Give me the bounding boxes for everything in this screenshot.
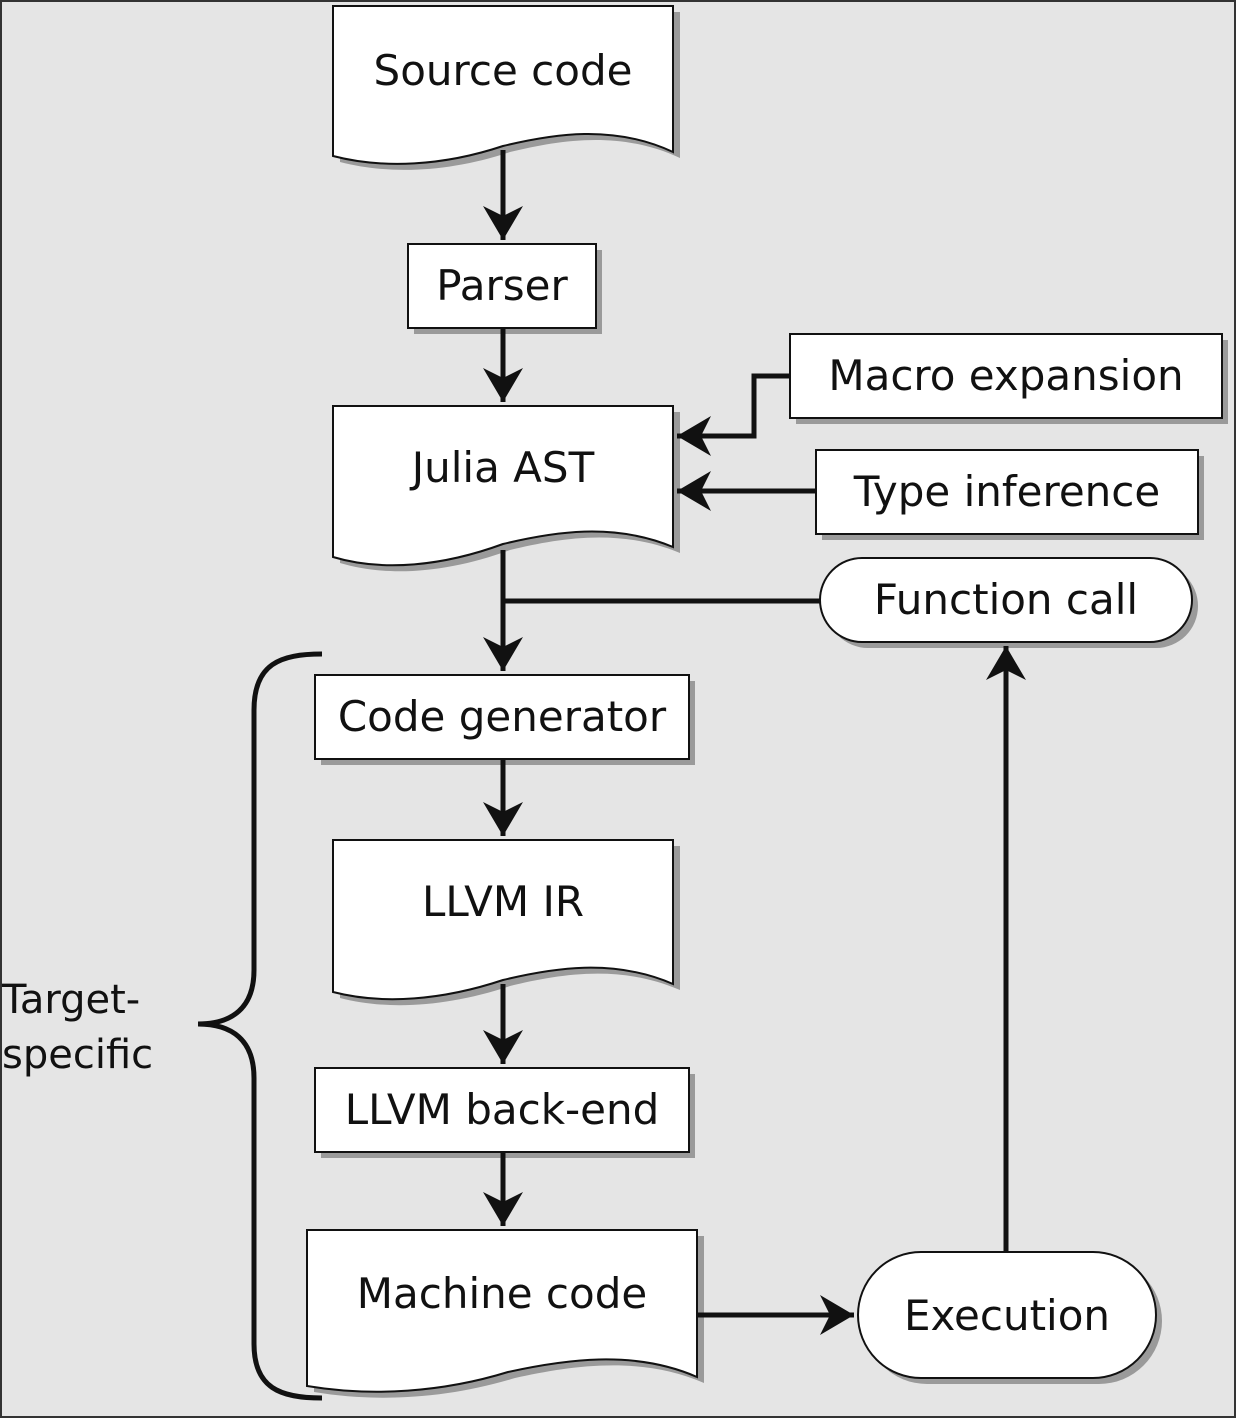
target-specific-brace: [197, 651, 323, 1401]
source-code-node: Source code: [332, 5, 680, 170]
function-call-node: Function call: [819, 557, 1198, 648]
llvm-ir-node: LLVM IR: [332, 839, 680, 1006]
code-generator-node: Code generator: [314, 674, 695, 765]
llvm-back-end-label: LLVM back-end: [345, 1085, 660, 1134]
execution-label: Execution: [904, 1291, 1110, 1340]
julia-ast-label: Julia AST: [409, 443, 595, 492]
llvm-ir-label: LLVM IR: [422, 877, 584, 926]
execution-node: Execution: [857, 1251, 1162, 1384]
type-inference-node: Type inference: [815, 449, 1204, 540]
llvm-back-end-node: LLVM back-end: [314, 1067, 695, 1158]
function-call-label: Function call: [874, 575, 1138, 624]
macro-expansion-label: Macro expansion: [828, 351, 1183, 400]
macro-expansion-node: Macro expansion: [789, 333, 1228, 424]
parser-node: Parser: [407, 243, 602, 334]
arrow-macro-to-ast: [677, 373, 790, 456]
type-inference-label: Type inference: [853, 467, 1160, 516]
machine-code-label: Machine code: [357, 1269, 647, 1318]
parser-label: Parser: [436, 261, 568, 310]
machine-code-node: Machine code: [306, 1229, 704, 1398]
brace-label-line-2: specific: [2, 1032, 153, 1078]
source-code-label: Source code: [374, 46, 633, 95]
julia-ast-node: Julia AST: [332, 405, 680, 572]
brace-label-line-1: Target-: [1, 977, 140, 1023]
code-generator-label: Code generator: [338, 692, 667, 741]
